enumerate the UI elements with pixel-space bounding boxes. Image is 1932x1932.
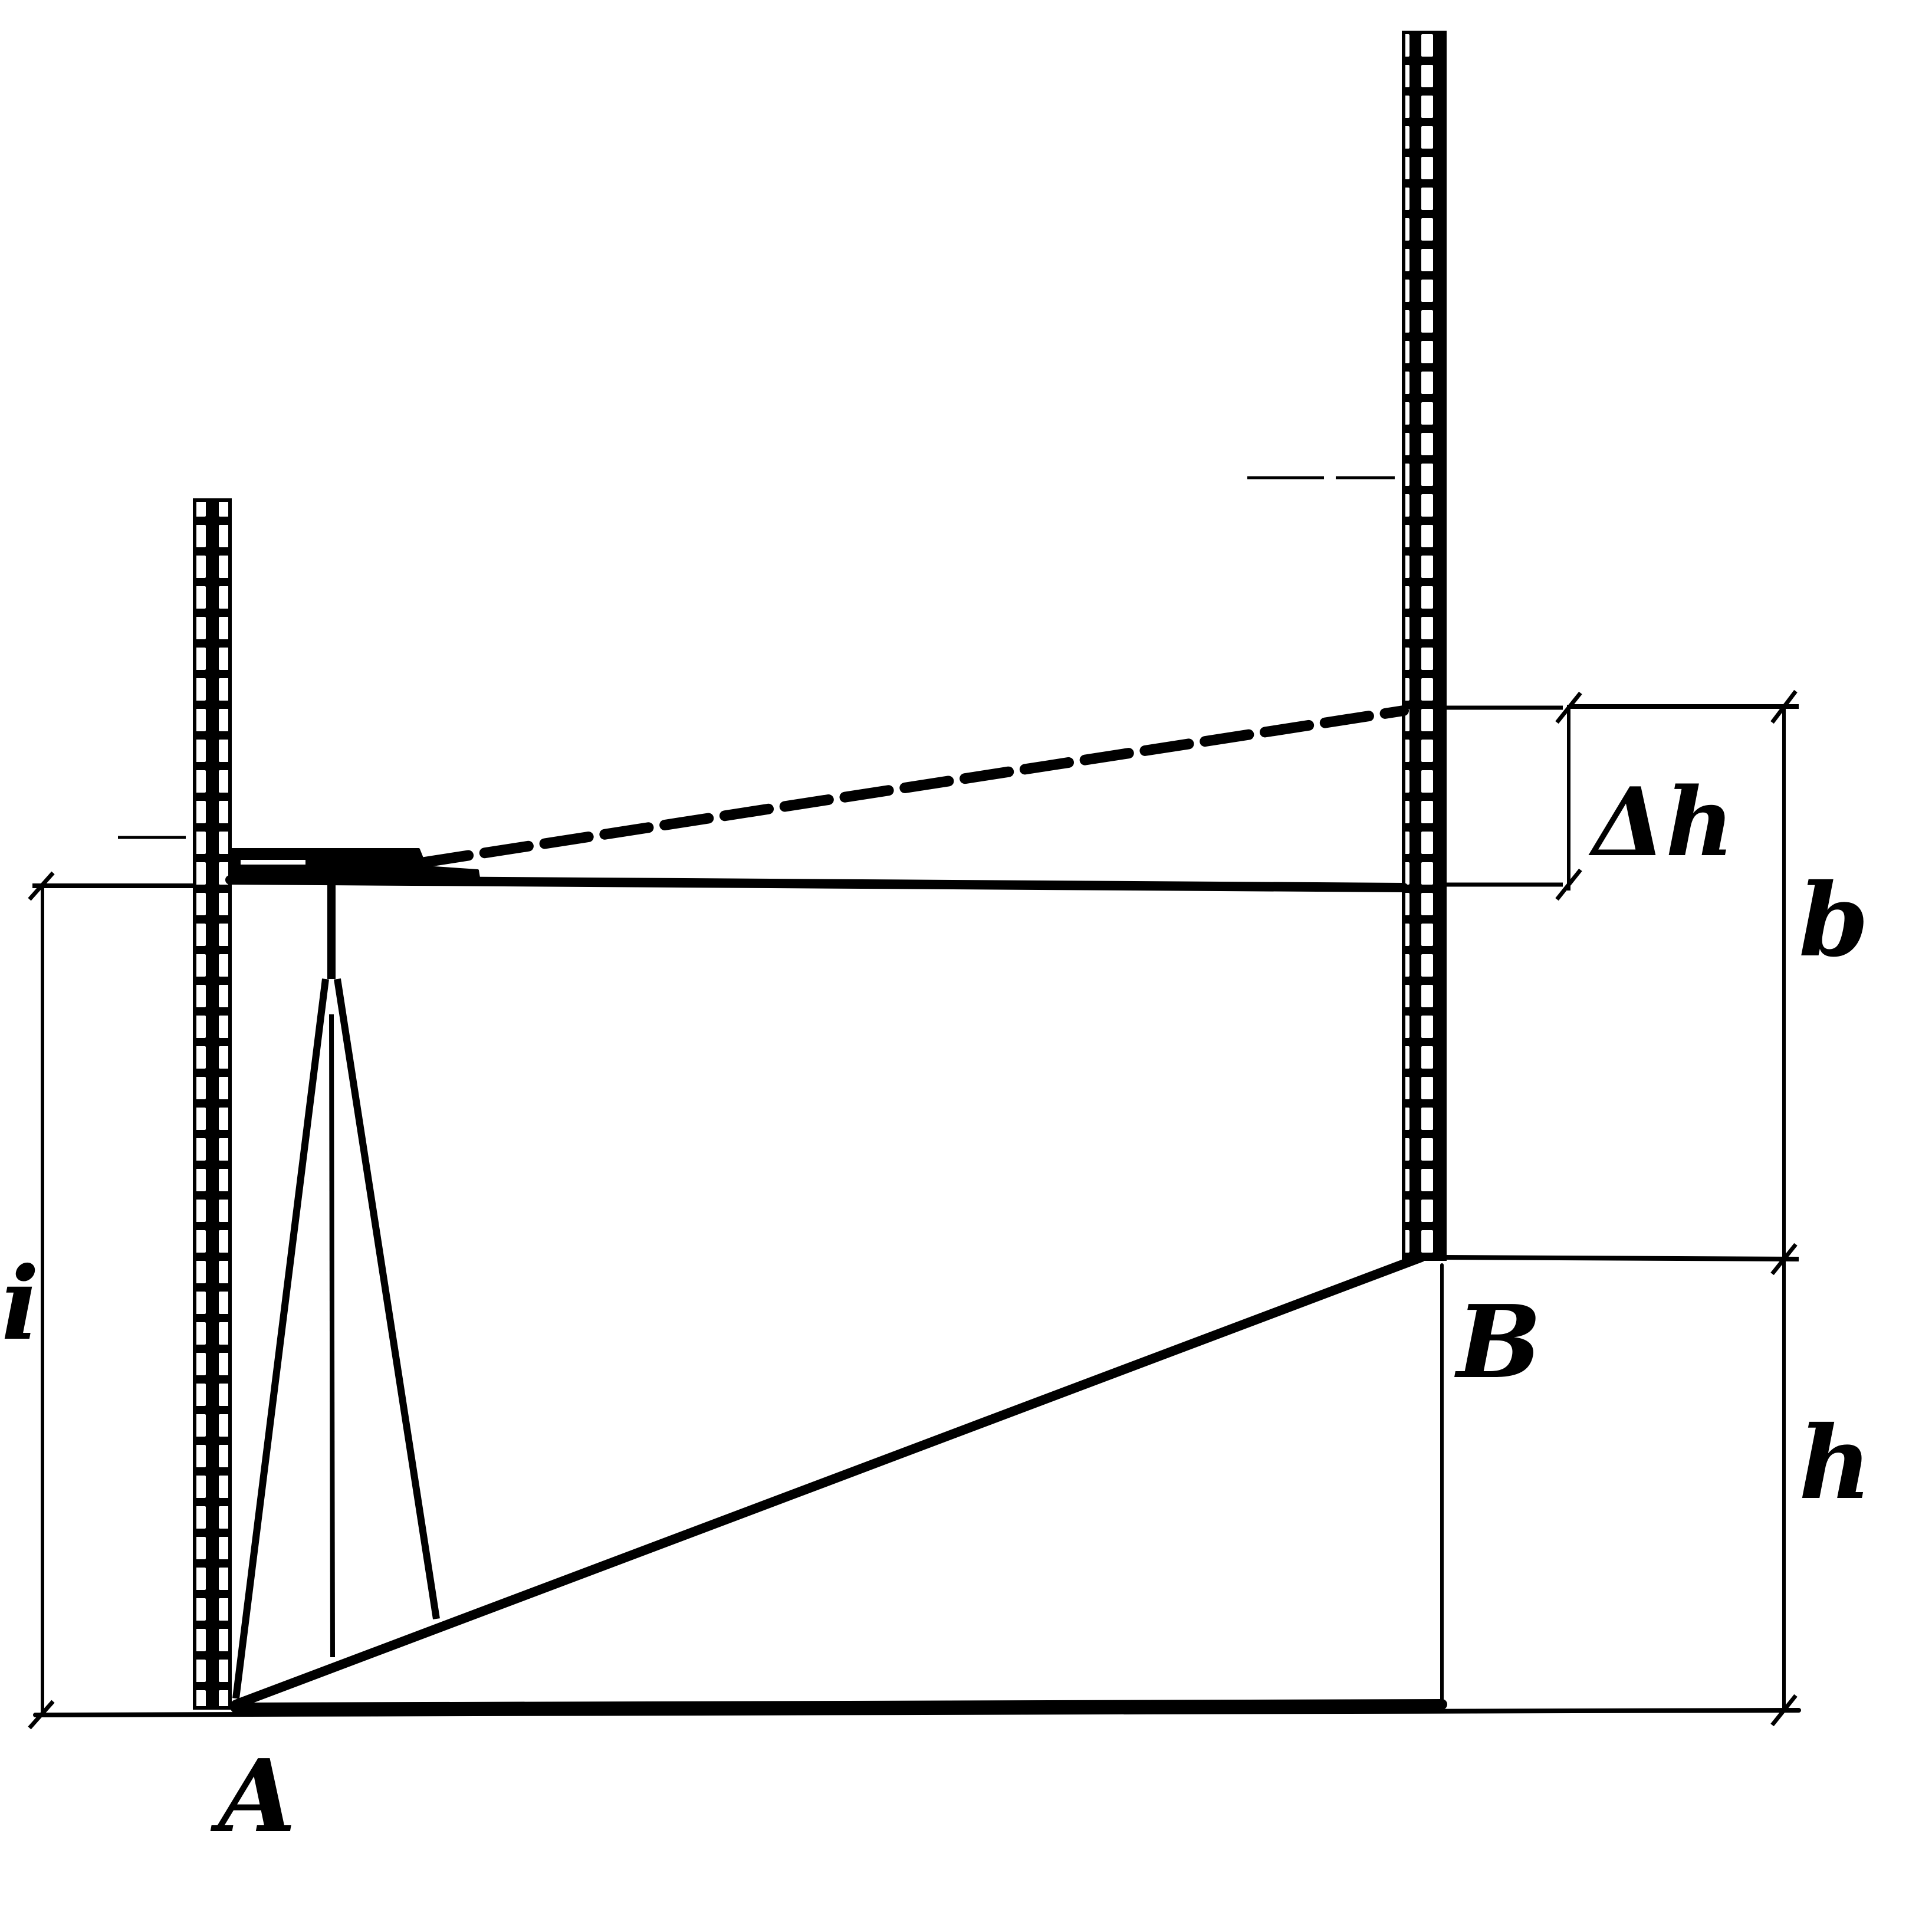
label-height-h: h xyxy=(1799,1404,1872,1522)
ground xyxy=(33,1253,1801,1717)
ground-slope-line xyxy=(231,1253,1426,1709)
tripod-right-leg xyxy=(334,978,440,1619)
level-instrument xyxy=(229,848,480,1699)
label-point-b: B xyxy=(1454,1283,1542,1401)
horizontal-through-a xyxy=(231,1699,1447,1713)
label-delta-h: Δh xyxy=(1588,767,1734,878)
label-reading-b: b xyxy=(1799,862,1869,980)
staff-b-body xyxy=(1402,31,1447,1261)
tripod-left-leg xyxy=(232,978,329,1699)
telescope-highlight xyxy=(241,860,305,865)
dim-b-bottom-ext xyxy=(1444,1255,1799,1261)
ground-horizontal-line xyxy=(33,1708,1801,1717)
dim-b-top-tick xyxy=(1770,689,1798,724)
labels: A B i Δh b h xyxy=(1,767,1872,1855)
dim-dh-bottom-tick xyxy=(1555,868,1582,901)
dimensions xyxy=(28,689,1799,1730)
dim-i-bottom-tick xyxy=(28,1700,55,1730)
dim-i-top-tick xyxy=(28,871,55,901)
lines-of-sight xyxy=(225,705,1409,892)
horizontal-line-of-sight xyxy=(225,875,1408,892)
staff-a-body xyxy=(193,498,232,1710)
dim-b-mid-tick xyxy=(1770,1243,1798,1276)
label-point-a: A xyxy=(210,1737,296,1855)
tripod-center-leg xyxy=(329,1014,335,1658)
staff-at-b xyxy=(1402,31,1447,1261)
staff-at-a xyxy=(193,498,232,1710)
label-height-i: i xyxy=(1,1245,40,1363)
staff-markers xyxy=(118,476,1395,839)
inclined-line-of-sight xyxy=(419,705,1409,868)
dim-h-bottom-tick xyxy=(1770,1694,1798,1727)
